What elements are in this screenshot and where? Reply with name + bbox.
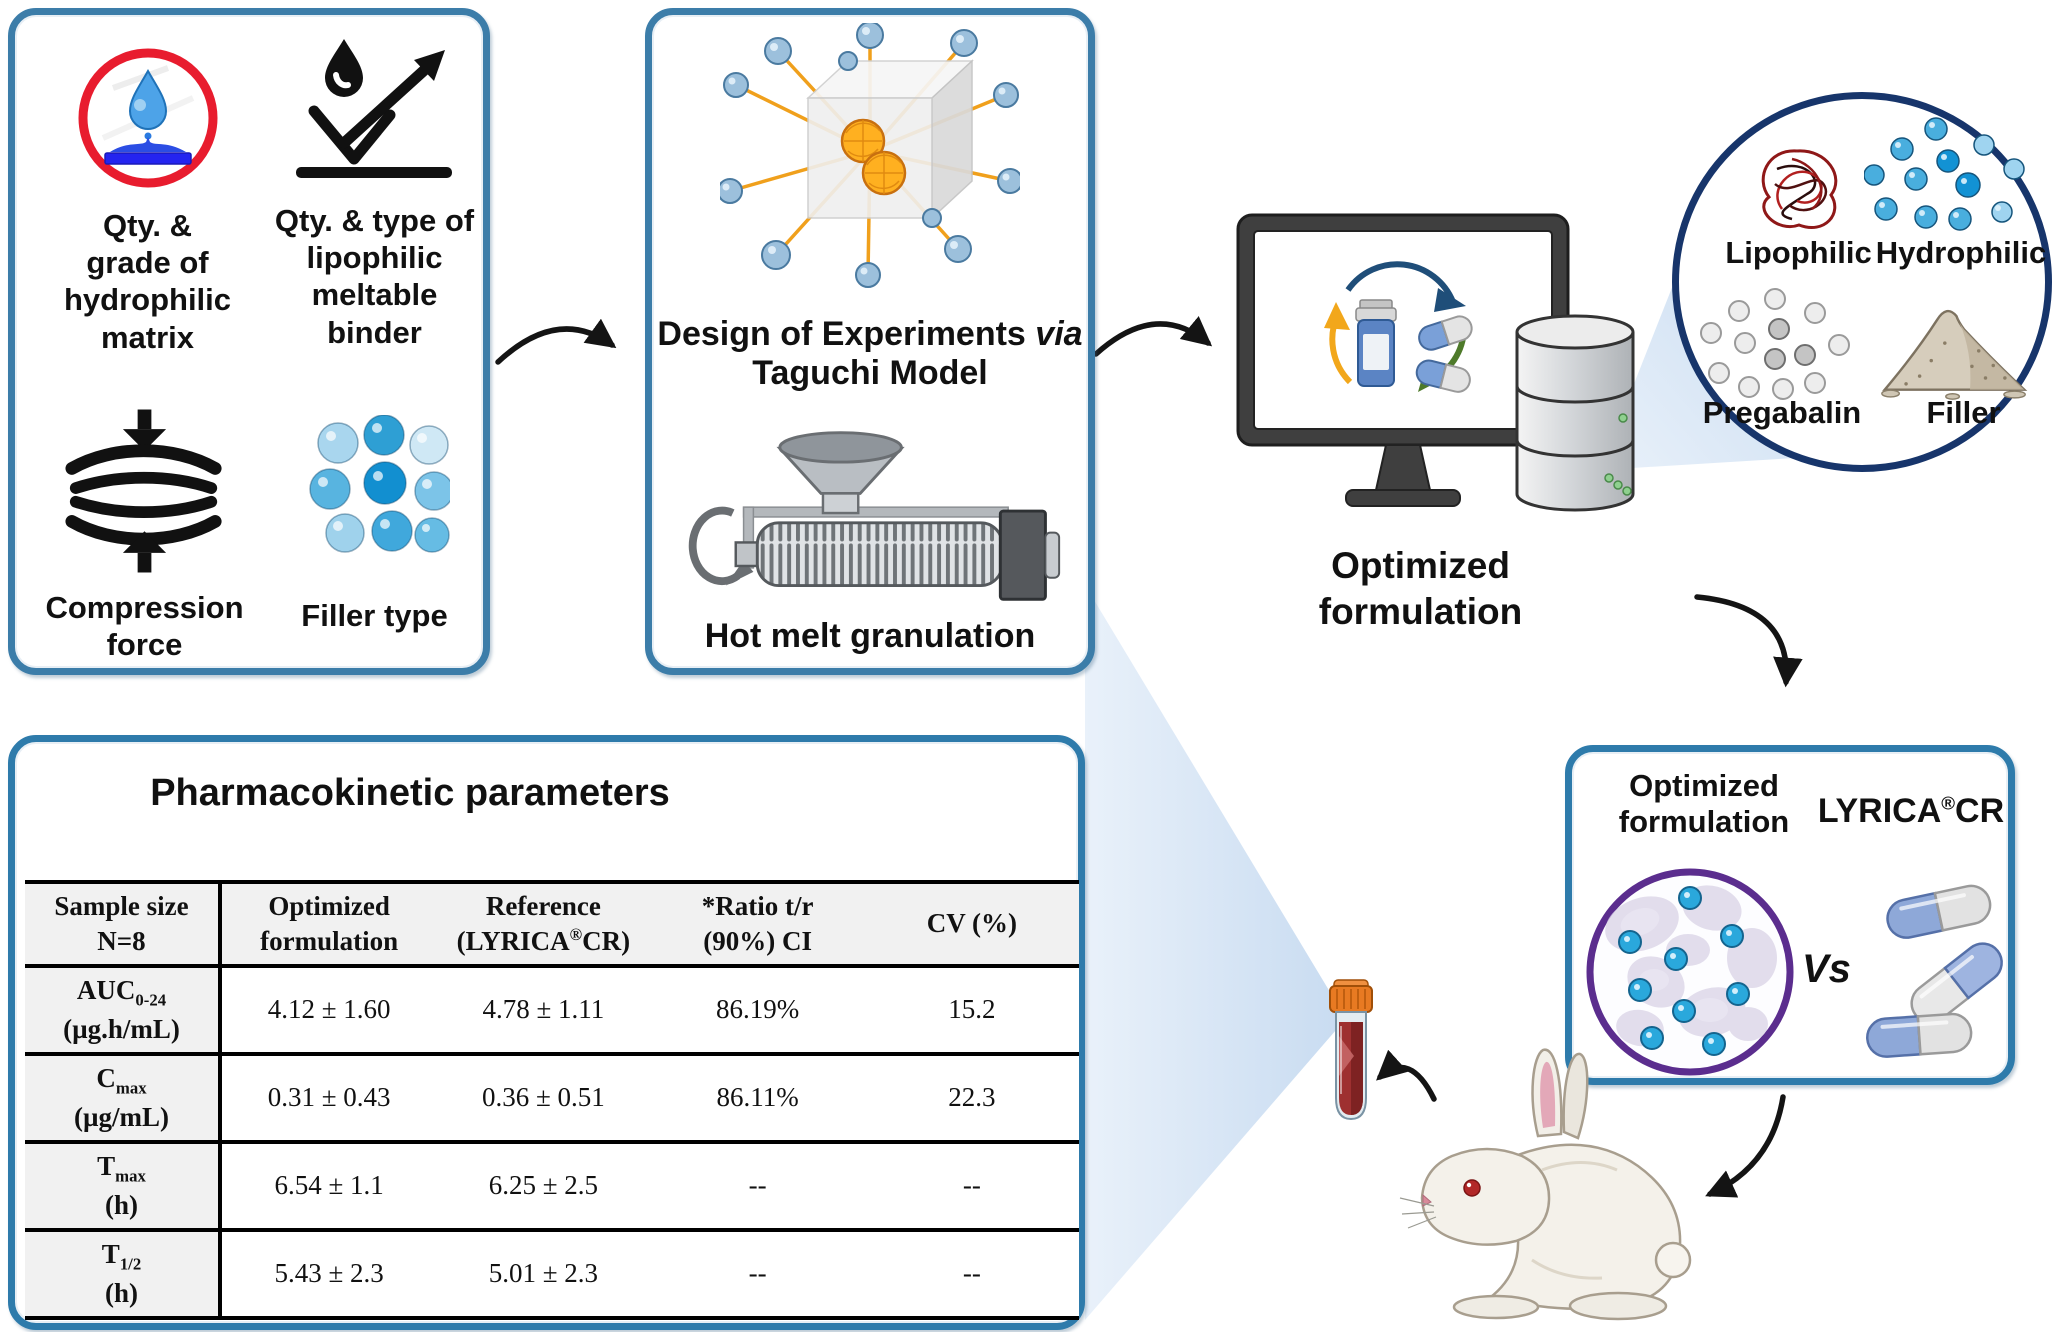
- table-zoom-wedge: [1085, 585, 1336, 1320]
- arrow-factors-to-doe: [495, 318, 617, 365]
- cell-value: 0.36 ± 0.51: [436, 1056, 651, 1144]
- rabbit-icon: [1399, 1048, 1692, 1321]
- cell-value: 22.3: [864, 1056, 1079, 1144]
- hot-melt-extruder-icon: [688, 431, 1061, 601]
- row-param-thalf: T1/2 (h): [25, 1232, 222, 1320]
- database-icon: [1515, 314, 1635, 512]
- arrow-rabbit-to-tube: [1376, 1049, 1437, 1102]
- vs-label: Vs: [1802, 947, 1851, 991]
- reference-capsules-icon: [1866, 884, 2003, 1058]
- brand-title: LYRICA®CR: [1817, 792, 2005, 830]
- comparison-left-title: Optimized formulation: [1618, 768, 1790, 839]
- via-italic: via: [1025, 315, 1083, 353]
- filler-type-icon: [308, 415, 450, 553]
- factor-hydrophilic-matrix: Qty. & grade of hydrophilic matrix: [40, 43, 255, 356]
- taguchi-cube-icon: [720, 23, 1020, 288]
- registered-mark: ®: [1941, 792, 1956, 814]
- filler-label: Filler: [1926, 395, 2001, 430]
- optimized-formulation-caption: Optimized formulation: [1318, 545, 1523, 633]
- hydrophilic-particles-icon: [1864, 117, 2025, 231]
- blood-tube-icon: [1329, 979, 1373, 1121]
- pregabalin-particles-icon: [1700, 288, 1850, 400]
- pregabalin-label: Pregabalin: [1702, 395, 1862, 430]
- factor-compression-force: Compression force: [37, 407, 252, 663]
- factor-label: Compression force: [45, 590, 244, 663]
- cell-value: --: [650, 1232, 865, 1320]
- arrow-circle-to-comparison: [1694, 594, 1803, 688]
- cell-value: --: [864, 1144, 1079, 1232]
- filler-powder-icon: [1881, 309, 2028, 400]
- factor-filler-type: Filler type: [267, 415, 482, 634]
- compression-force-icon: [64, 409, 222, 573]
- cell-value: 86.19%: [650, 968, 865, 1056]
- col-header-cv: CV (%): [864, 884, 1079, 968]
- comparison-panel: Optimized formulation LYRICA®CR: [1565, 745, 2015, 1085]
- doe-title: Design of Experiments via Taguchi Model: [657, 315, 1083, 393]
- factor-lipophilic-binder: Qty. & type of lipophilic meltable binde…: [267, 33, 482, 351]
- cell-value: --: [650, 1144, 865, 1232]
- ingredients-circle: Lipophilic Hydrophilic Prega: [1672, 92, 2052, 472]
- cell-value: 0.31 ± 0.43: [222, 1056, 437, 1144]
- lipophilic-binder-icon: [296, 39, 452, 178]
- cell-value: 4.12 ± 1.60: [222, 968, 437, 1056]
- arrow-doe-to-monitor: [1093, 316, 1213, 357]
- doe-panel: Design of Experiments via Taguchi Model: [645, 8, 1095, 675]
- optimized-granule-icon: [1586, 868, 1794, 1076]
- col-header-reference: Reference (LYRICA®CR): [436, 884, 651, 968]
- factor-label: Qty. & grade of hydrophilic matrix: [63, 208, 232, 355]
- row-param-tmax: Tmax (h): [25, 1144, 222, 1232]
- extruder-caption: Hot melt granulation: [704, 617, 1036, 655]
- monitor-icon: [1236, 213, 1570, 507]
- cell-value: --: [864, 1232, 1079, 1320]
- pk-table-title: Pharmacokinetic parameters: [150, 772, 670, 814]
- arrow-comparison-to-rabbit: [1705, 1094, 1786, 1198]
- factor-label: Filler type: [301, 598, 448, 633]
- lipophilic-polymer-icon: [1761, 149, 1838, 229]
- cell-value: 15.2: [864, 968, 1079, 1056]
- row-param-auc: AUC0-24 (µg.h/mL): [25, 968, 222, 1056]
- cell-value: 5.43 ± 2.3: [222, 1232, 437, 1320]
- cell-value: 6.54 ± 1.1: [222, 1144, 437, 1232]
- cell-value: 5.01 ± 2.3: [436, 1232, 651, 1320]
- cell-value: 6.25 ± 2.5: [436, 1144, 651, 1232]
- cell-value: 86.11%: [650, 1056, 865, 1144]
- cell-value: 4.78 ± 1.11: [436, 968, 651, 1056]
- col-header-ratio: *Ratio t/r(90%) CI: [650, 884, 865, 968]
- factors-panel: Qty. & grade of hydrophilic matrix Qty. …: [8, 8, 490, 675]
- hydrophilic-matrix-icon: [78, 48, 217, 188]
- lipophilic-label: Lipophilic: [1725, 235, 1872, 270]
- hydrophilic-label: Hydrophilic: [1875, 235, 2047, 270]
- row-param-cmax: Cmax (µg/mL): [25, 1056, 222, 1144]
- factor-label: Qty. & type of lipophilic meltable binde…: [274, 203, 475, 350]
